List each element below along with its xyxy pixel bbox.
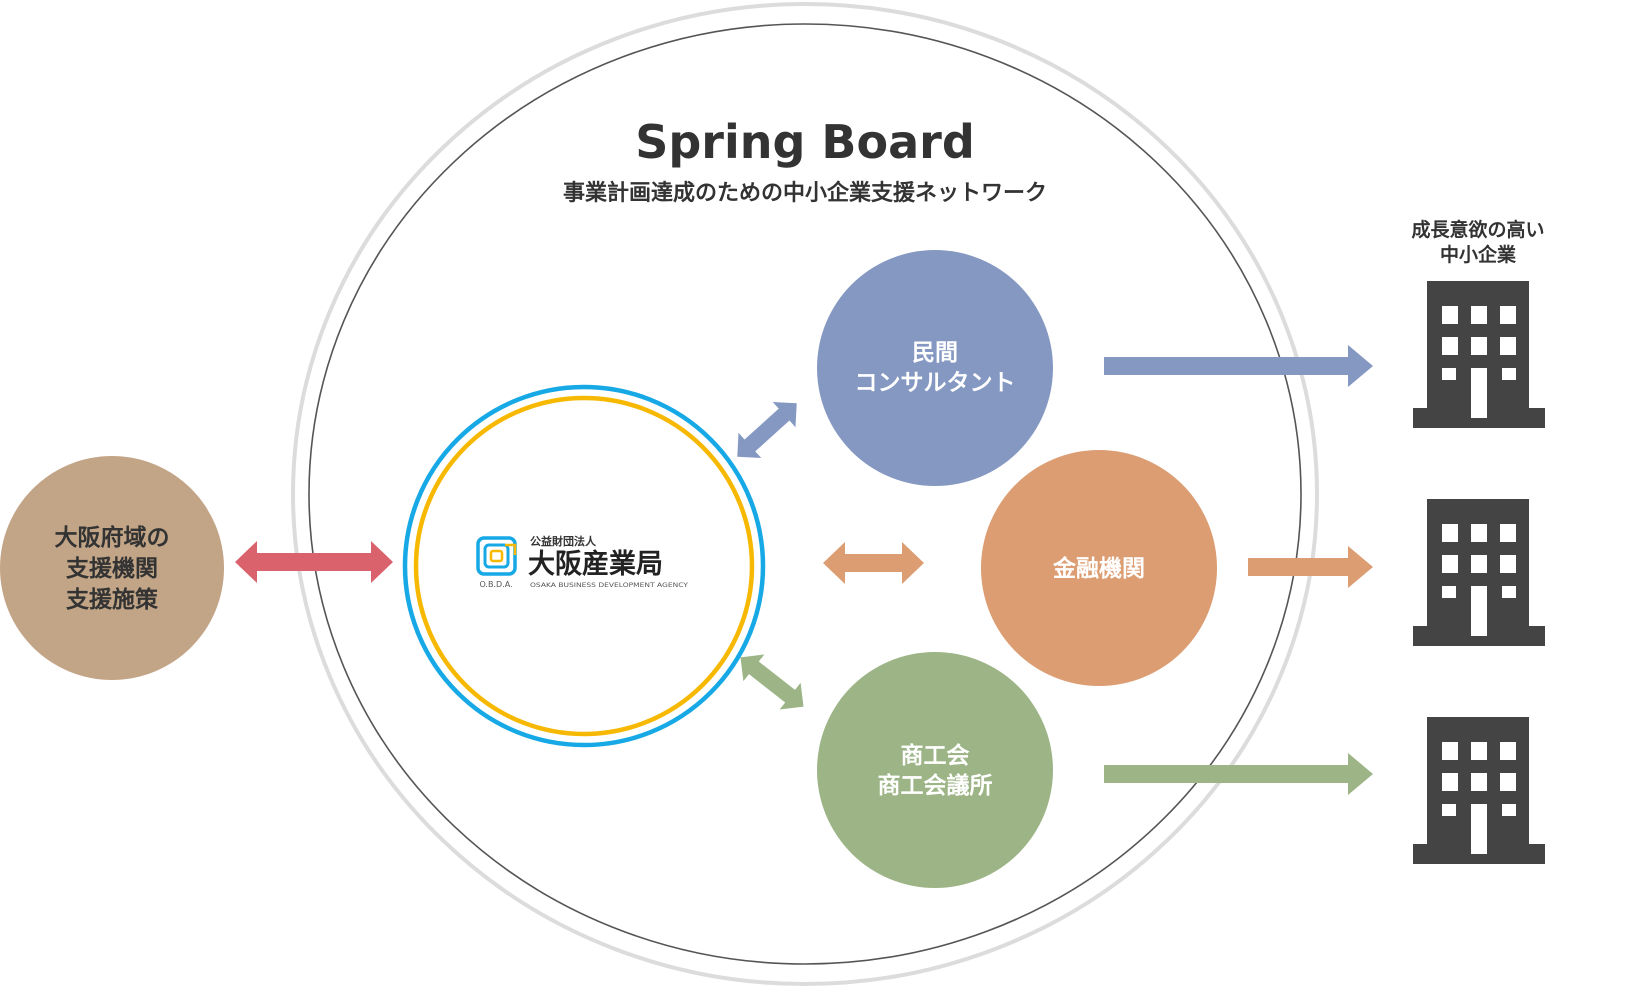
- double-arrow-consultant: [737, 401, 797, 459]
- logo-org-type: 公益財団法人: [530, 534, 597, 548]
- commerce-label-1: 商工会: [901, 742, 970, 769]
- double-arrow-finance: [823, 542, 924, 584]
- finance-label-1: 金融機関: [1052, 555, 1145, 582]
- logo-org-name: 大阪産業局: [528, 548, 663, 580]
- target-label-1: 成長意欲の高い: [1411, 218, 1544, 241]
- commerce-label-2: 商工会議所: [878, 772, 993, 799]
- diagram-title: Spring Board: [635, 115, 975, 169]
- partner-consultant-node: 民間 コンサルタント: [817, 250, 1053, 486]
- consultant-label-1: 民間: [912, 340, 958, 366]
- arrow-commerce-to-company: [1104, 753, 1373, 795]
- arrow-finance-to-company: [1248, 546, 1373, 588]
- building-icon: [1413, 717, 1545, 864]
- obda-hub: 公益財団法人 大阪産業局 O.B.D.A. OSAKA BUSINESS DEV…: [402, 384, 766, 748]
- arrow-consultant-to-company: [1104, 345, 1373, 387]
- spring-board-ring: [291, 2, 1319, 986]
- diagram-subtitle: 事業計画達成のための中小企業支援ネットワーク: [563, 180, 1047, 206]
- partner-commerce-node: 商工会 商工会議所: [817, 652, 1053, 888]
- partner-finance-node: 金融機関: [981, 450, 1217, 686]
- consultant-label-2: コンサルタント: [855, 370, 1016, 396]
- obda-logo-icon: [476, 536, 517, 576]
- target-label-2: 中小企業: [1440, 243, 1517, 266]
- double-arrow-commerce: [740, 654, 804, 710]
- building-icon: [1413, 499, 1545, 646]
- building-icon: [1413, 281, 1545, 428]
- logo-english: OSAKA BUSINESS DEVELOPMENT AGENCY: [530, 582, 688, 589]
- double-arrow-left: [235, 541, 393, 583]
- logo-abbr: O.B.D.A.: [479, 580, 512, 589]
- regional-support-node: 大阪府域の 支援機関 支援施策: [0, 456, 224, 680]
- regional-support-label-3: 支援施策: [65, 586, 159, 613]
- regional-support-label-2: 支援機関: [65, 556, 158, 582]
- regional-support-label-1: 大阪府域の: [55, 524, 170, 551]
